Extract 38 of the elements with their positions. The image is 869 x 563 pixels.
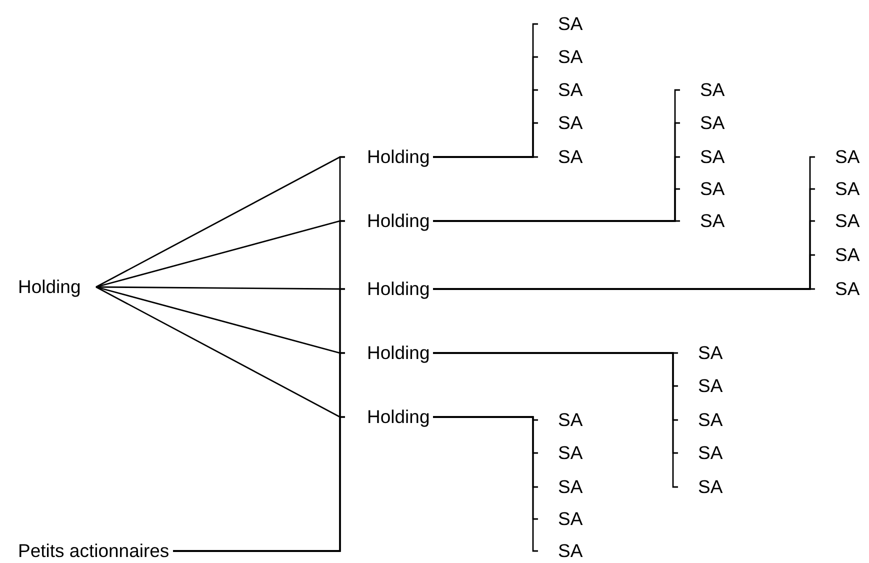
connector-line — [433, 352, 678, 488]
connector-line — [433, 220, 680, 222]
node-label: SA — [538, 442, 583, 464]
node-label: Holding — [345, 342, 433, 364]
node-label: SA — [678, 374, 723, 398]
node-label: Holding — [345, 278, 433, 300]
node-label: SA — [815, 146, 860, 168]
node-label: SA — [815, 178, 860, 200]
node-label: SA — [680, 146, 725, 168]
node-label: SA — [680, 210, 725, 232]
node-label: SA — [538, 146, 583, 168]
node-label: SA — [680, 78, 725, 102]
connector-line — [433, 156, 538, 158]
node-label: SA — [538, 540, 583, 562]
node-label: SA — [538, 46, 583, 68]
connector-line — [433, 288, 815, 290]
node-label: SA — [680, 178, 725, 200]
node-label: SA — [538, 408, 583, 432]
node-label: Holding — [345, 406, 433, 428]
node-label: Petits actionnaires — [18, 540, 174, 562]
node-label: Holding — [18, 276, 96, 298]
node-label: SA — [538, 476, 583, 498]
node-label: SA — [678, 408, 723, 432]
node-label: SA — [538, 12, 583, 36]
node-label: SA — [538, 508, 583, 530]
node-label: SA — [678, 442, 723, 464]
node-label: SA — [680, 112, 725, 134]
node-label: Holding — [345, 146, 433, 168]
node-label: SA — [538, 112, 583, 134]
node-label: SA — [678, 476, 723, 498]
connector-line — [433, 416, 538, 552]
node-label: SA — [538, 78, 583, 102]
connector-line — [173, 416, 345, 552]
node-label: SA — [678, 342, 723, 364]
node-label: SA — [815, 278, 860, 300]
node-label: SA — [815, 244, 860, 266]
node-label: Holding — [345, 210, 433, 232]
node-label: SA — [815, 210, 860, 232]
